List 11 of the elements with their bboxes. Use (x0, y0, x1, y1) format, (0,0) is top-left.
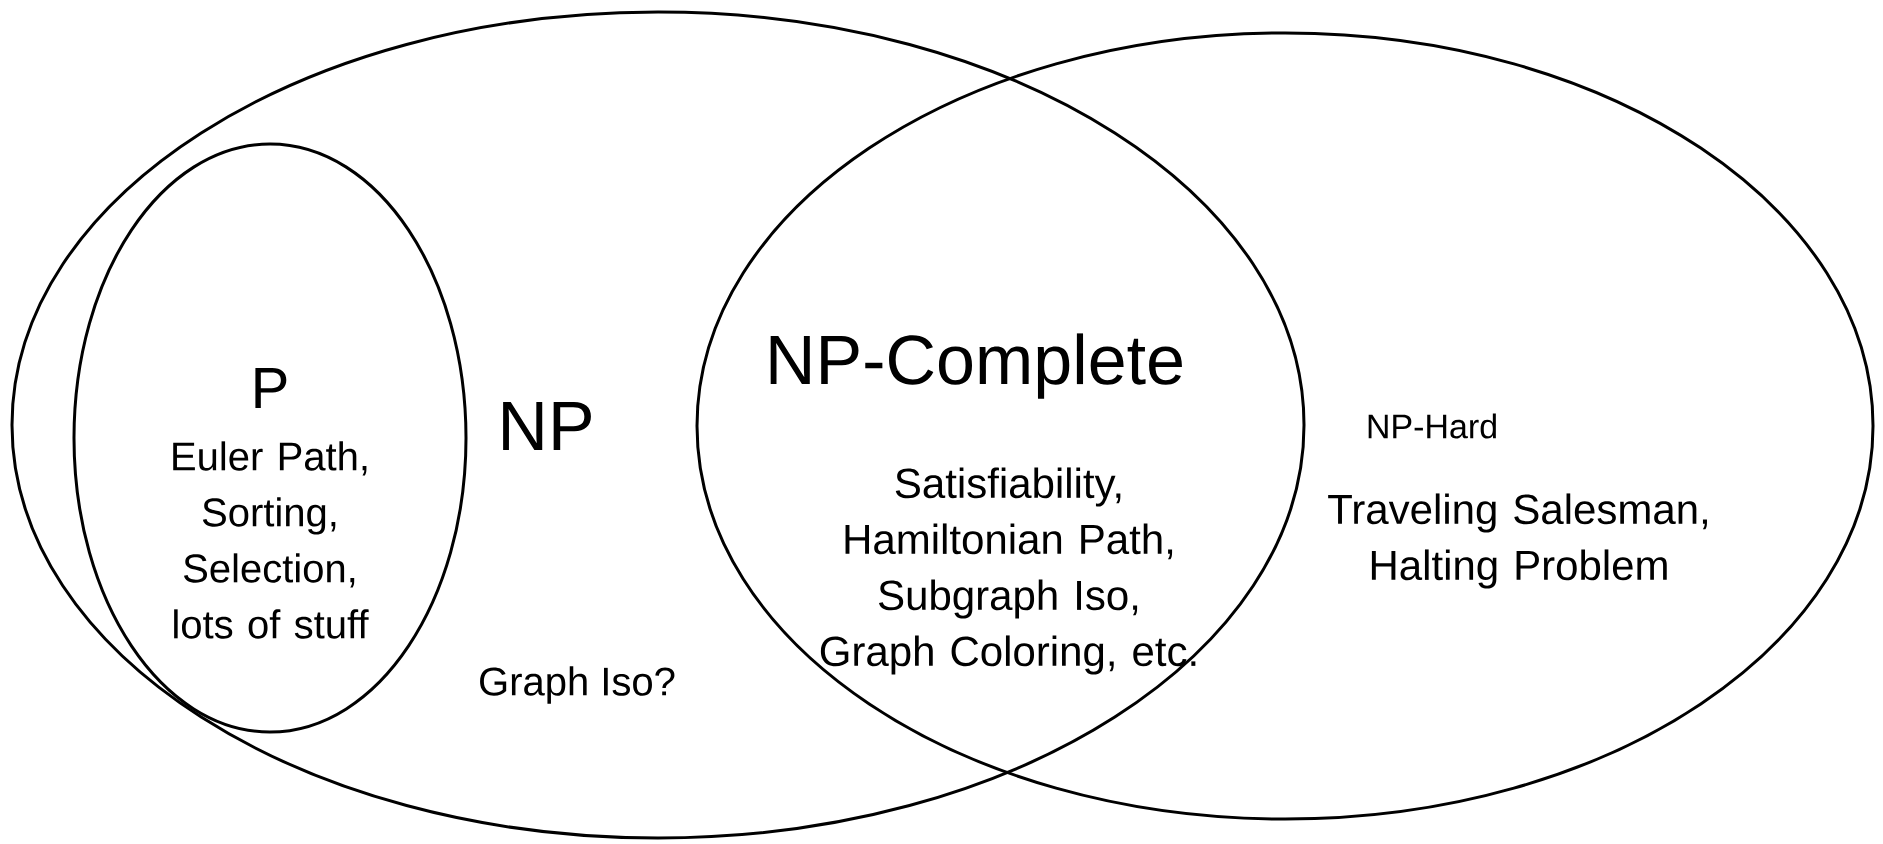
set-name: NP (503, 401, 591, 451)
example-list: Euler Path, Sorting, Selection, lots of stuff (173, 441, 369, 639)
example-list: Satisfiability, Hamiltonian Path, Subgraph Iso, Graph Coloring, etc. (820, 467, 1196, 675)
example-text: Graph Iso? (480, 666, 675, 704)
set-name: NP-Hard (1368, 413, 1496, 439)
set-ellipse (695, 31, 1875, 821)
set-ellipse (10, 10, 1306, 840)
example-list: Traveling Salesman, Halting Problem (1328, 493, 1707, 589)
set-name: P (255, 368, 287, 408)
region-name: NP-Complete (770, 333, 1182, 399)
set-ellipse (72, 142, 468, 734)
